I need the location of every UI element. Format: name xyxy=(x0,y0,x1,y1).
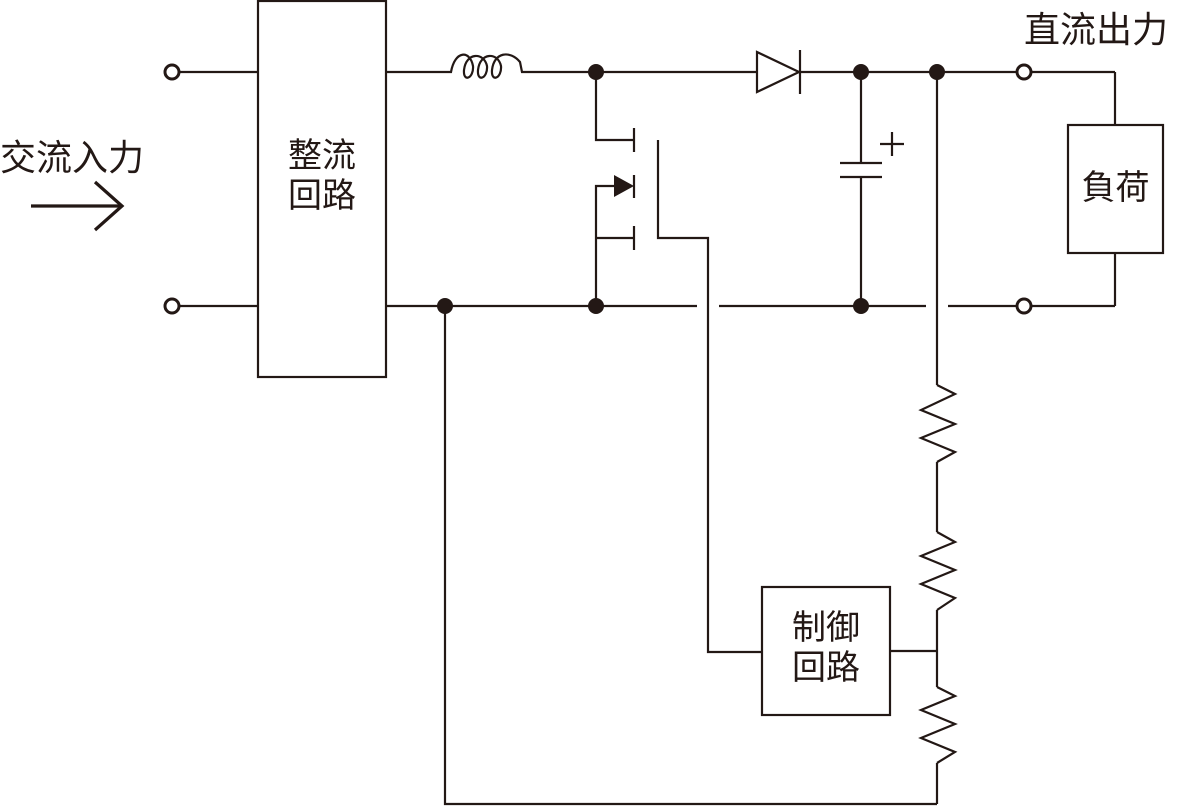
control-label-line1: 制御 xyxy=(792,608,860,648)
load-block xyxy=(1066,123,1165,255)
dc-output-label: 直流出力 xyxy=(1024,10,1169,51)
arrow-right-icon xyxy=(31,180,125,232)
resistor-3 xyxy=(918,686,958,764)
junction-dot xyxy=(437,298,453,314)
junction-dot xyxy=(853,298,869,314)
junction-dot xyxy=(588,298,604,314)
return-wire xyxy=(443,306,937,806)
load-label: 負荷 xyxy=(1081,168,1150,208)
junction-dots xyxy=(437,64,945,314)
ac-terminal-top xyxy=(163,63,181,81)
junction-dot xyxy=(929,64,945,80)
ac-terminal-bottom xyxy=(163,297,181,315)
dc-terminal-top xyxy=(1015,63,1033,81)
dc-terminal-bottom xyxy=(1015,297,1033,315)
control-label: 制御 回路 xyxy=(762,608,890,688)
mosfet-symbol xyxy=(594,72,762,654)
rectifier-label-line1: 整流 xyxy=(288,136,356,176)
rectifier-label: 整流 回路 xyxy=(258,136,386,216)
inductor-symbol xyxy=(449,53,528,79)
junction-dot xyxy=(588,64,604,80)
resistor-2 xyxy=(918,531,958,611)
rectifier-label-line2: 回路 xyxy=(288,176,356,217)
diode-symbol xyxy=(755,50,802,94)
capacitor-symbol xyxy=(840,72,904,306)
junction-dot xyxy=(853,64,869,80)
bottom-rail xyxy=(386,253,1117,308)
ac-input-label: 交流入力 xyxy=(0,138,145,179)
ac-input-wiring xyxy=(163,63,258,315)
control-label-line2: 回路 xyxy=(792,648,860,689)
rectifier-block xyxy=(256,0,388,379)
resistor-1 xyxy=(918,384,958,463)
top-rail xyxy=(386,50,1117,125)
control-block xyxy=(760,585,892,717)
voltage-divider xyxy=(890,72,958,804)
